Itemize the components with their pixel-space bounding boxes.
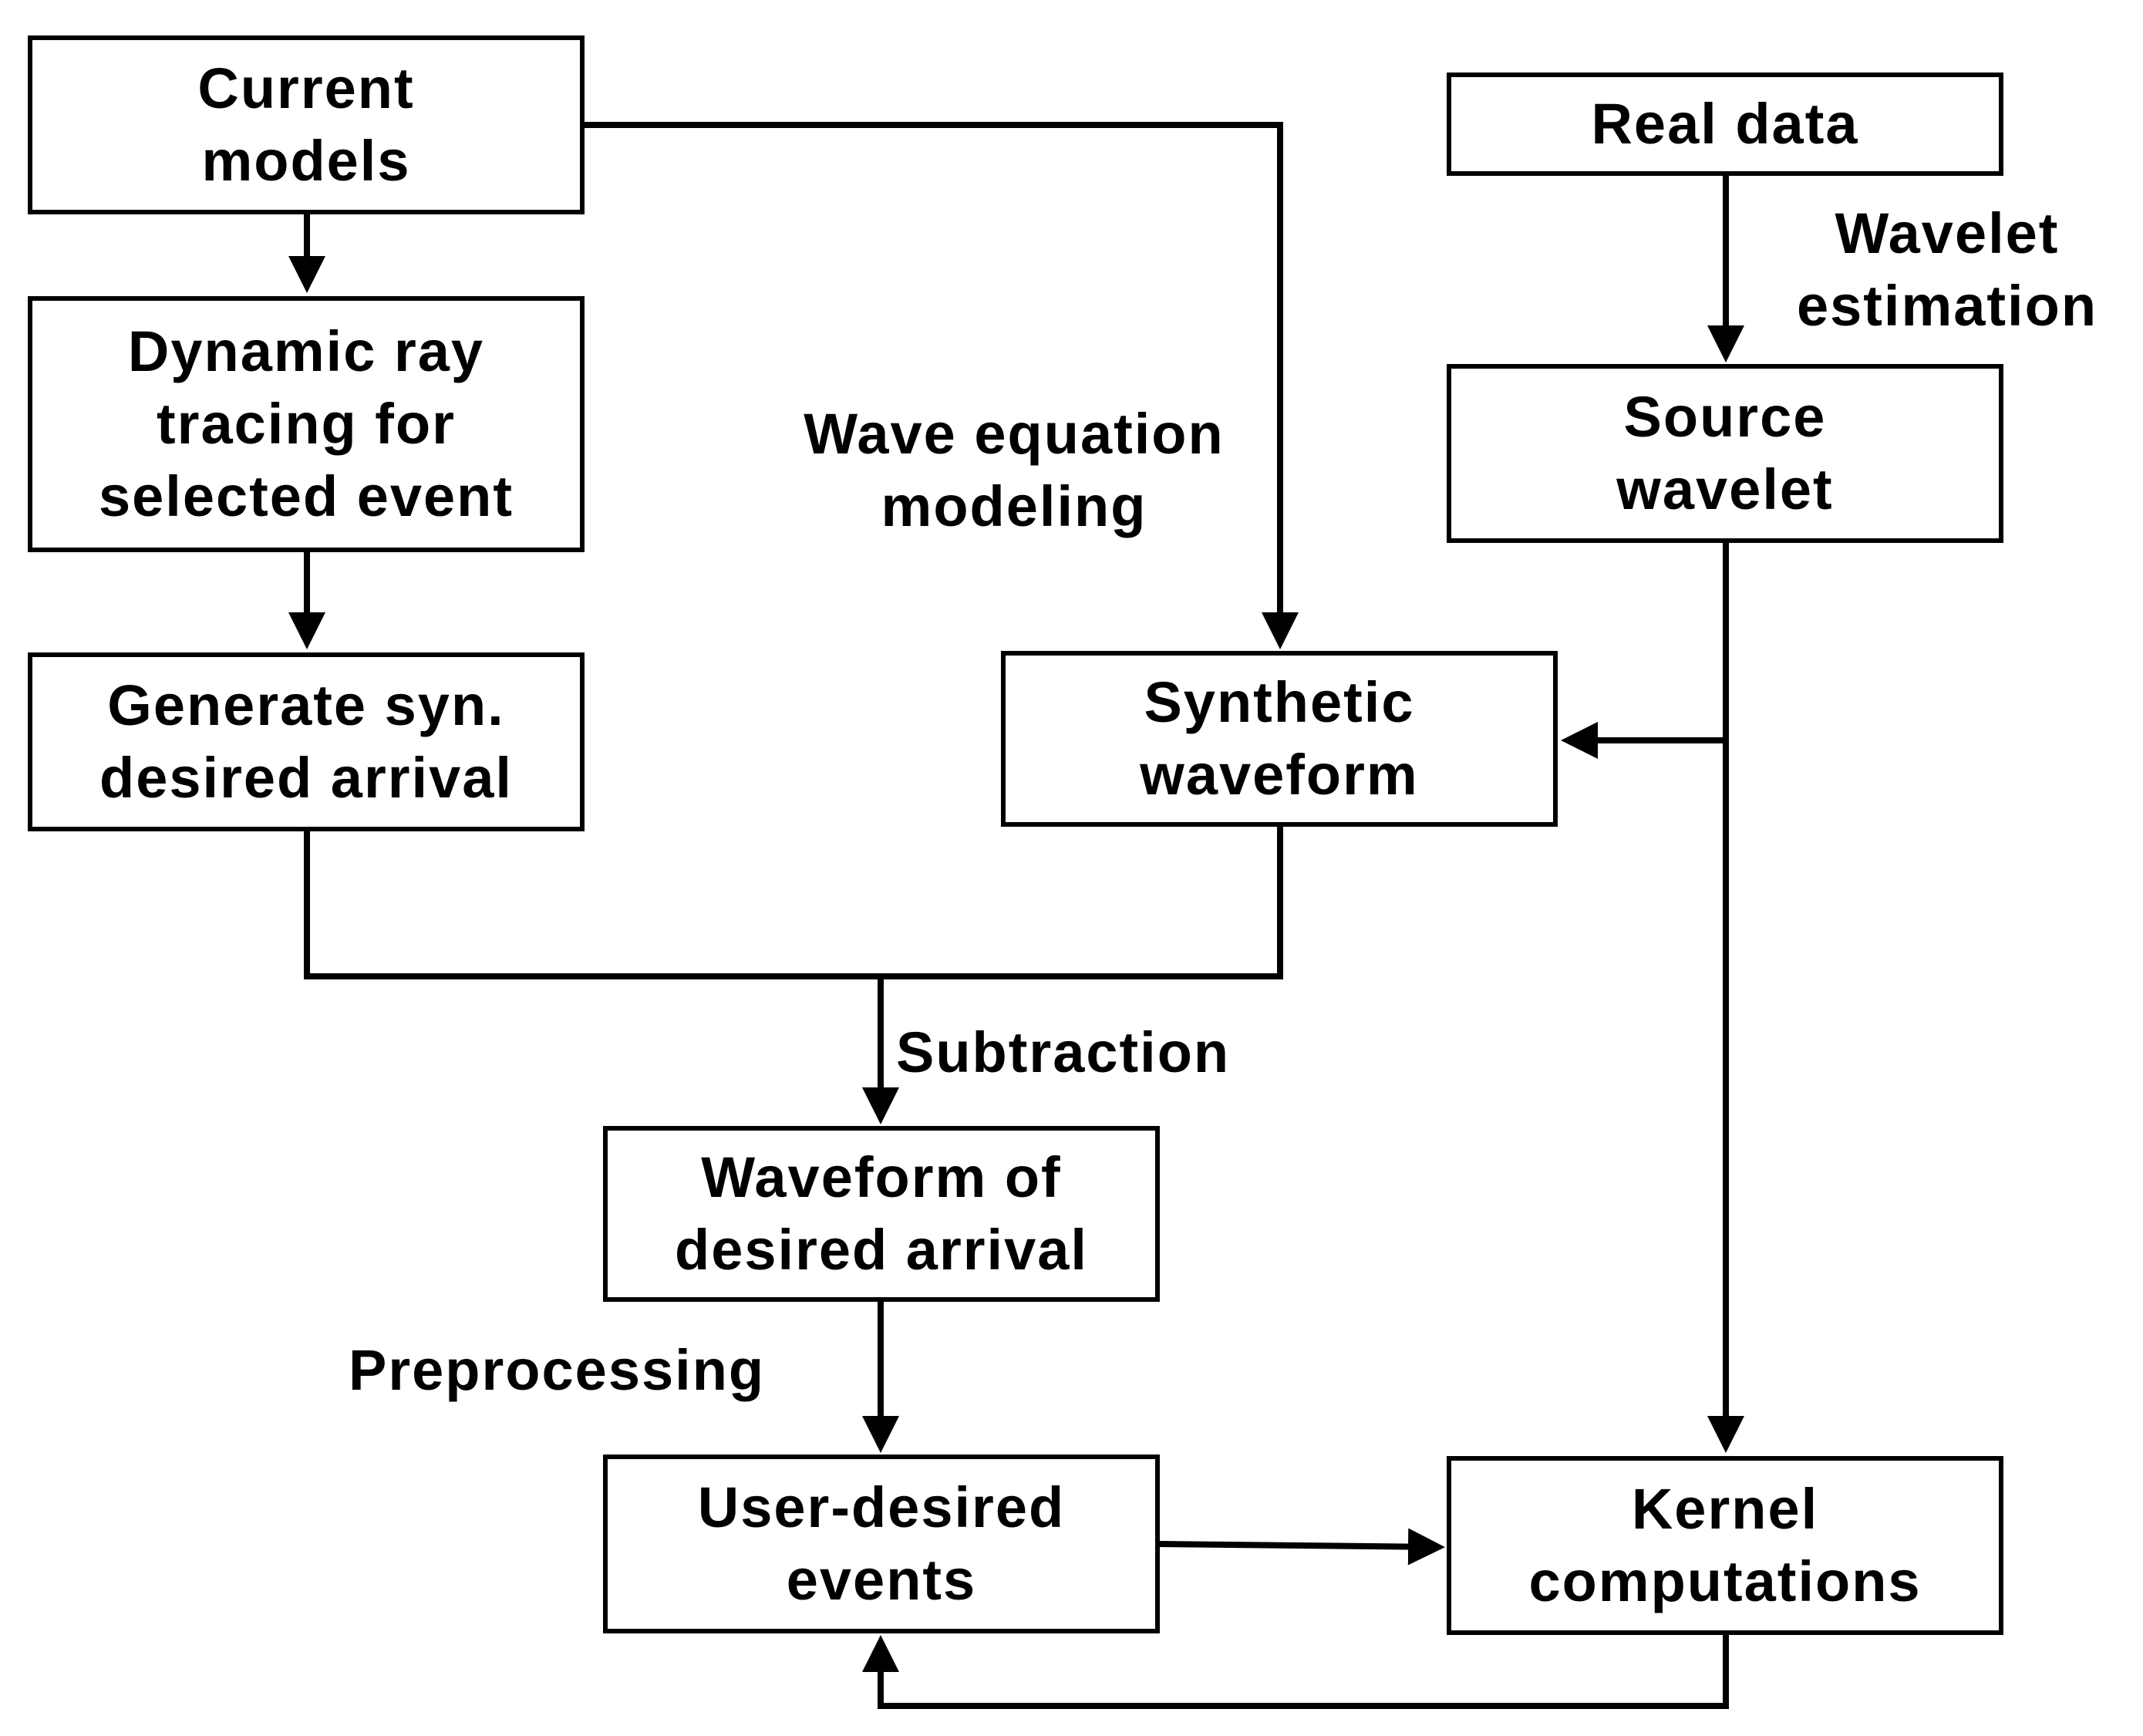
box-dynamic-ray-tracing: Dynamic ray tracing for selected event	[28, 296, 585, 552]
connector-merge	[304, 827, 1283, 979]
label-text-line: estimation	[1796, 274, 2098, 338]
arrow-models-to-synthetic	[585, 122, 1299, 649]
box-synthetic-waveform: Synthetic waveform	[1001, 651, 1558, 827]
box-text-line: Source	[1623, 385, 1827, 449]
box-text-line: Waveform of	[701, 1145, 1062, 1209]
box-waveform-desired-arrival: Waveform of desired arrival	[603, 1126, 1160, 1302]
label-subtraction: Subtraction	[896, 1020, 1231, 1084]
box-generate-syn: Generate syn. desired arrival	[28, 652, 585, 831]
box-text-line: Synthetic	[1144, 670, 1415, 734]
label-wavelet-estimation: Wavelet estimation	[1766, 197, 2128, 342]
box-text-line: tracing for	[157, 392, 456, 456]
box-text-line: wavelet	[1616, 457, 1834, 521]
label-text-line: modeling	[881, 474, 1147, 538]
label-text-line: Wave equation	[804, 402, 1225, 466]
box-text-line: Real data	[1591, 92, 1859, 156]
box-text-line: computations	[1528, 1549, 1922, 1613]
arrow-kernel-feedback	[862, 1635, 1729, 1709]
box-source-wavelet: Source wavelet	[1447, 364, 2003, 543]
box-text-line: selected event	[98, 464, 514, 528]
label-text-line: Wavelet	[1835, 201, 2060, 265]
box-text-line: desired arrival	[675, 1218, 1088, 1282]
label-preprocessing: Preprocessing	[349, 1338, 766, 1402]
box-text-line: Dynamic ray	[127, 319, 485, 383]
box-real-data: Real data	[1447, 72, 2003, 176]
arrow-user-to-kernel	[1157, 1528, 1445, 1566]
box-current-models: Current models	[28, 35, 585, 214]
box-text-line: desired arrival	[99, 746, 513, 810]
box-text-line: events	[786, 1548, 977, 1612]
box-text-line: waveform	[1140, 743, 1419, 807]
box-kernel-computations: Kernel computations	[1447, 1456, 2003, 1635]
box-text-line: Current	[197, 56, 415, 120]
box-text-line: User-desired	[697, 1475, 1066, 1539]
box-text-line: models	[201, 129, 411, 193]
box-text-line: Generate syn.	[107, 673, 505, 737]
box-text-line: Kernel	[1631, 1477, 1819, 1541]
label-wave-equation-modeling: Wave equation modeling	[763, 398, 1265, 543]
box-user-desired-events: User-desired events	[603, 1455, 1160, 1633]
